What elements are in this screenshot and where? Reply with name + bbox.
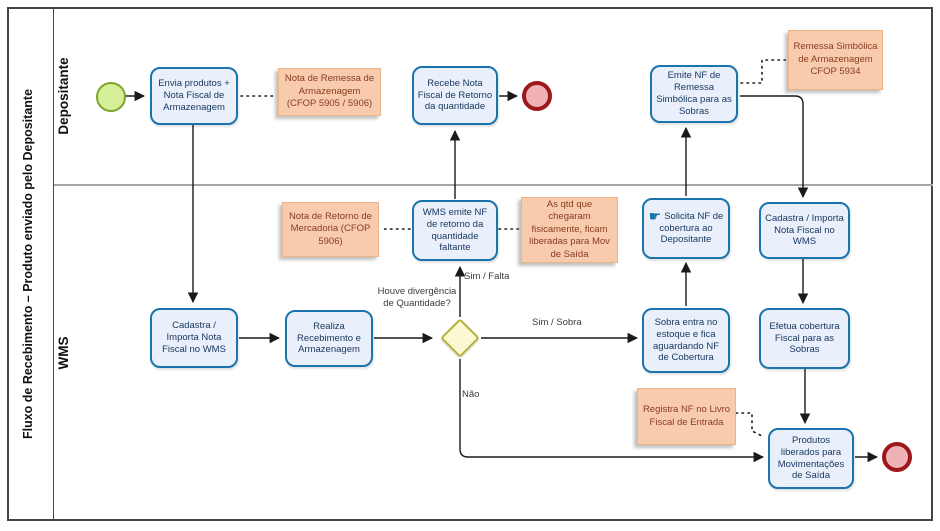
task-realiza-recebimento[interactable]: Realiza Recebimento e Armazenagem [285, 310, 373, 367]
flow-label-sim-falta: Sim / Falta [464, 271, 510, 282]
task-efetua-cobertura[interactable]: Efetua cobertura Fiscal para as Sobras [759, 308, 850, 369]
task-envia-produtos[interactable]: Envia produtos + Nota Fiscal de Armazena… [150, 67, 238, 125]
flow-label-sim-sobra: Sim / Sobra [532, 317, 582, 328]
annotation-registra-nf: Registra NF no Livro Fiscal de Entrada [637, 388, 736, 445]
task-cadastra-importa-right[interactable]: Cadastra / Importa Nota Fiscal no WMS [759, 202, 850, 259]
task-cadastra-importa-left[interactable]: Cadastra / Importa Nota Fiscal no WMS [150, 308, 238, 368]
task-efetua-cobertura-label: Efetua cobertura Fiscal para as Sobras [769, 320, 840, 356]
start-event[interactable] [96, 82, 126, 112]
association-registra-produtos [735, 412, 765, 438]
task-wms-emite-nf-label: WMS emite NF de retorno da quantidade fa… [422, 206, 488, 254]
annotation-nota-retorno: Nota de Retorno de Mercadoria (CFOP 5906… [282, 202, 379, 257]
task-recebe-nota[interactable]: Recebe Nota Fiscal de Retorno da quantid… [412, 66, 498, 125]
annotation-qtd-liberadas: As qtd que chegaram fisicamente, ficam l… [521, 197, 618, 263]
annotation-nota-remessa-label: Nota de Remessa de Armazenagem (CFOP 590… [284, 73, 375, 110]
end-event-wms[interactable] [882, 442, 912, 472]
association-emite-remessa-simbolica [740, 59, 787, 84]
pool-title-separator [53, 7, 54, 521]
annotation-remessa-simbolica-label: Remessa Simbólica de Armazenagem CFOP 59… [793, 41, 878, 78]
flow-gateway-nao [459, 359, 765, 463]
manual-task-hand-icon: ☛ [648, 207, 662, 224]
task-produtos-liberados-label: Produtos liberados para Movimentações de… [777, 434, 845, 482]
task-cadastra-importa-left-label: Cadastra / Importa Nota Fiscal no WMS [162, 320, 226, 355]
task-produtos-liberados[interactable]: Produtos liberados para Movimentações de… [768, 428, 854, 489]
end-event-depositante[interactable] [522, 81, 552, 111]
task-recebe-nota-label: Recebe Nota Fiscal de Retorno da quantid… [417, 77, 493, 113]
task-sobra-entra-label: Sobra entra no estoque e fica aguardando… [652, 316, 720, 364]
task-cadastra-importa-right-label: Cadastra / Importa Nota Fiscal no WMS [765, 212, 844, 248]
task-wms-emite-nf[interactable]: WMS emite NF de retorno da quantidade fa… [412, 200, 498, 261]
task-solicita-nf-content: ☛Solicita NF de cobertura ao Depositante [647, 207, 725, 247]
annotation-remessa-simbolica: Remessa Simbólica de Armazenagem CFOP 59… [788, 30, 883, 90]
task-emite-nf-remessa-label: Emite NF de Remessa Simbólica para as So… [656, 70, 732, 117]
task-solicita-nf-label: Solicita NF de cobertura ao Depositante [659, 210, 724, 246]
flow-emite-to-cadastra-right [740, 95, 809, 199]
task-envia-produtos-label: Envia produtos + Nota Fiscal de Armazena… [158, 78, 230, 113]
task-realiza-recebimento-label: Realiza Recebimento e Armazenagem [297, 320, 361, 356]
gateway-question-label: Houve divergência de Quantidade? [377, 286, 457, 310]
annotation-registra-nf-label: Registra NF no Livro Fiscal de Entrada [642, 404, 731, 428]
annotation-nota-remessa: Nota de Remessa de Armazenagem (CFOP 590… [278, 68, 381, 116]
annotation-nota-retorno-label: Nota de Retorno de Mercadoria (CFOP 5906… [289, 210, 372, 247]
annotation-qtd-liberadas-label: As qtd que chegaram fisicamente, ficam l… [529, 199, 610, 260]
lane-divider [54, 184, 933, 186]
flow-label-nao: Não [462, 389, 480, 400]
task-solicita-nf[interactable]: ☛Solicita NF de cobertura ao Depositante [642, 198, 730, 259]
pool-border [7, 7, 933, 521]
task-sobra-entra[interactable]: Sobra entra no estoque e fica aguardando… [642, 308, 730, 373]
task-emite-nf-remessa[interactable]: Emite NF de Remessa Simbólica para as So… [650, 65, 738, 123]
